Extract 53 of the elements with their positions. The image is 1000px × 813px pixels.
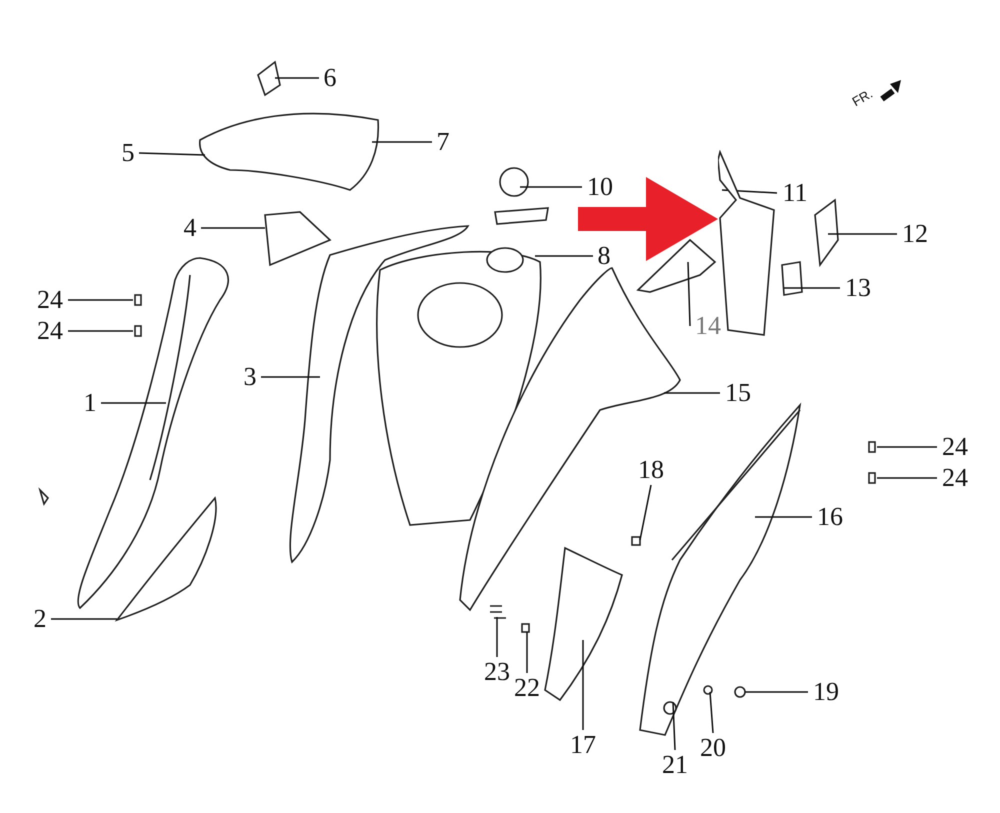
callout-number: 21 (659, 751, 691, 779)
leader-line (68, 330, 133, 332)
callout-number: 22 (511, 674, 543, 702)
callout-number: 5 (119, 139, 137, 167)
leader-line (201, 227, 265, 229)
leader-line (535, 255, 593, 257)
pointer-arrow (578, 177, 718, 261)
leader-line (664, 392, 720, 394)
leader-line (261, 376, 320, 378)
callout-number: 17 (567, 731, 599, 759)
callout-number: 18 (635, 456, 667, 484)
callout-number: 13 (842, 274, 874, 302)
leader-line (138, 152, 206, 156)
leader-line (639, 484, 652, 540)
leader-line (755, 516, 812, 518)
callout-number: 24 (34, 286, 66, 314)
callout-number: 7 (434, 128, 452, 156)
callout-number: 8 (595, 242, 613, 270)
callout-number: 11 (779, 179, 811, 207)
leader-line (526, 632, 528, 673)
leader-line (520, 186, 582, 188)
callout-number: 24 (34, 317, 66, 345)
leader-line (51, 618, 117, 620)
leader-line (877, 477, 937, 479)
leader-line (687, 262, 691, 326)
callout-number: 19 (810, 678, 842, 706)
front-direction-label: FR. (848, 84, 876, 112)
leader-line (784, 287, 840, 289)
leader-line (709, 692, 714, 734)
leader-line (582, 640, 584, 730)
callout-number: 6 (321, 64, 339, 92)
callout-number: 24 (939, 464, 971, 492)
callout-number: 12 (899, 220, 931, 248)
leader-line (68, 299, 133, 301)
leader-line (745, 691, 808, 693)
callout-number: 10 (584, 173, 616, 201)
callout-number: 23 (481, 658, 513, 686)
leader-line (672, 702, 676, 750)
callout-number: 3 (241, 363, 259, 391)
callout-number: 2 (31, 605, 49, 633)
callout-number: 20 (697, 734, 729, 762)
callout-number: 14 (692, 312, 724, 340)
leader-line (372, 141, 432, 143)
leader-line (828, 233, 897, 235)
callout-number: 24 (939, 433, 971, 461)
leader-line (877, 446, 937, 448)
callout-number: 15 (722, 379, 754, 407)
callout-number: 1 (81, 389, 99, 417)
callout-number: 16 (814, 503, 846, 531)
leader-line (275, 77, 319, 79)
callout-number: 4 (181, 214, 199, 242)
leader-line (101, 402, 166, 404)
leader-line (496, 617, 498, 657)
